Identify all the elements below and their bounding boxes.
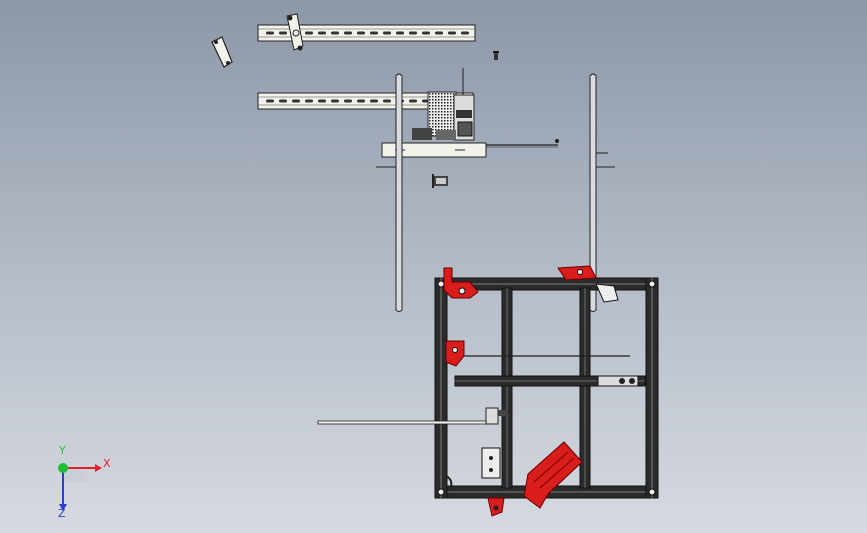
rail-slot: [461, 31, 469, 35]
terminal-block-cluster[interactable]: [412, 68, 475, 141]
rail-slot: [266, 99, 274, 103]
rail-slot: [448, 31, 456, 35]
red-bracket-top-right[interactable]: [557, 265, 619, 303]
rail-slot: [318, 31, 326, 35]
rail-slot: [409, 99, 417, 103]
rail-slot: [279, 99, 287, 103]
rail-slot: [318, 99, 326, 103]
rail-slot: [279, 31, 287, 35]
vertical-rod-right[interactable]: [589, 73, 615, 312]
rail-slot: [383, 99, 391, 103]
cable-clip[interactable]: [445, 475, 453, 491]
mounting-plate[interactable]: [381, 139, 559, 158]
red-bracket-bottom[interactable]: [487, 497, 505, 517]
triad-graphic: [58, 463, 102, 511]
rail-slot: [305, 99, 313, 103]
rail-slot: [292, 99, 300, 103]
rail-slot: [383, 31, 391, 35]
motor-mount-plate[interactable]: [481, 447, 501, 479]
rail-slot: [370, 99, 378, 103]
red-bracket-top-left[interactable]: [443, 267, 479, 299]
y-axis-dot: [58, 463, 68, 473]
connector-part[interactable]: [432, 174, 448, 188]
rail-clamp-top[interactable]: [286, 13, 304, 51]
rail-slot: [370, 31, 378, 35]
rail-slot: [266, 31, 274, 35]
rail-slot: [422, 31, 430, 35]
red-bracket-mid-left[interactable]: [445, 340, 465, 367]
rail-slot: [331, 31, 339, 35]
din-rail-top[interactable]: [257, 24, 476, 42]
rail-slot: [396, 31, 404, 35]
orientation-triad: X Y Z: [50, 444, 120, 522]
x-axis-label: X: [103, 457, 111, 470]
rail-slot: [409, 31, 417, 35]
rail-slot: [357, 99, 365, 103]
rail-slot: [305, 31, 313, 35]
y-axis-label: Y: [59, 444, 66, 457]
horizontal-rod[interactable]: [317, 407, 508, 425]
z-axis-label: Z: [58, 507, 66, 520]
aluminium-frame[interactable]: [434, 277, 659, 499]
vertical-rod-left[interactable]: [376, 73, 403, 312]
loose-bracket[interactable]: [211, 36, 233, 68]
rail-slot: [344, 99, 352, 103]
rail-slot: [344, 31, 352, 35]
rail-slot: [435, 31, 443, 35]
red-motor-housing[interactable]: [523, 441, 583, 509]
rail-slot: [357, 31, 365, 35]
small-screw[interactable]: [493, 51, 499, 60]
rail-slot: [331, 99, 339, 103]
